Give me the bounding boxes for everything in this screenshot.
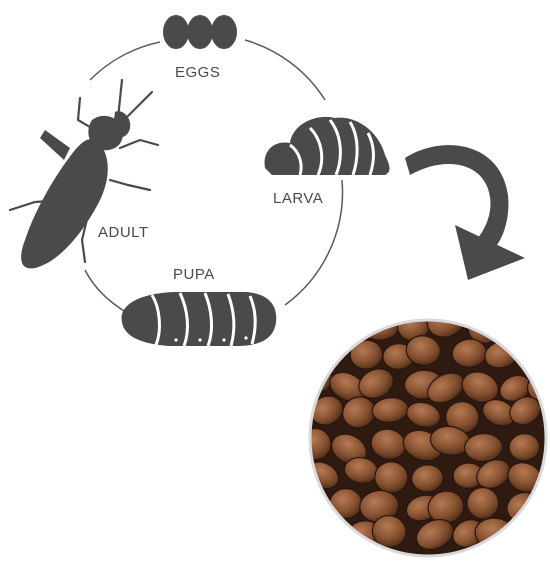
stage-label-adult: ADULT [98, 224, 149, 241]
kibble-piece [329, 305, 370, 337]
kibble-piece [308, 518, 347, 554]
kibble-piece [541, 514, 550, 552]
stage-label-pupa: PUPA [173, 266, 215, 283]
pupa-icon [122, 292, 277, 346]
stage-label-eggs: EGGS [175, 64, 220, 81]
kibble-piece [514, 518, 549, 544]
kibble-piece [536, 493, 550, 525]
stage-label-larva: LARVA [273, 190, 323, 207]
kibble-piece [505, 306, 538, 339]
kibble-piece [290, 495, 329, 521]
kibble-piece [330, 489, 362, 519]
eggs-icon [163, 15, 237, 49]
kibble-piece [509, 433, 541, 461]
larva-icon [265, 117, 390, 175]
kibble-piece [299, 312, 332, 340]
curved-arrow-icon [405, 145, 525, 280]
kibble-photo [290, 298, 550, 556]
kibble-piece [530, 309, 550, 342]
